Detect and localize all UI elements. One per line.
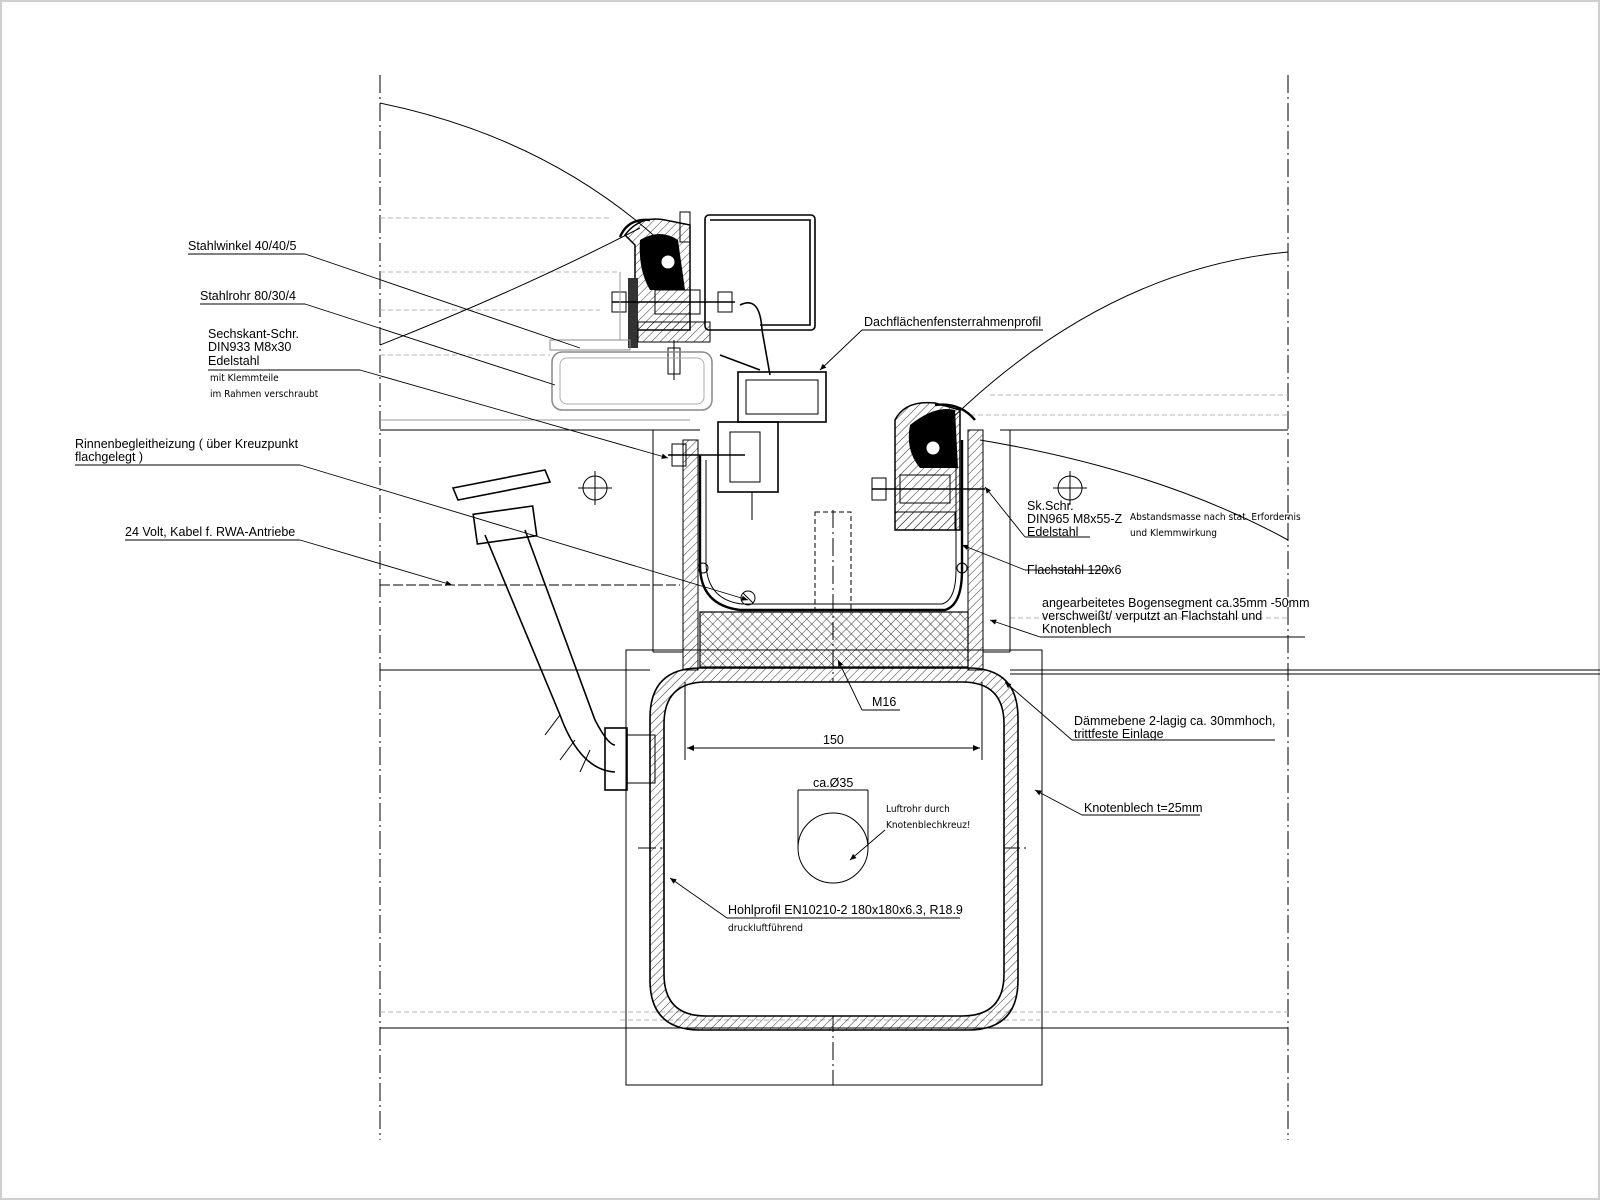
gutter-channel <box>652 429 1011 671</box>
label-sechskant-3: Edelstahl <box>208 354 259 368</box>
left-clamp-assembly <box>611 211 827 520</box>
label-bogen-3: Knotenblech <box>1042 622 1112 636</box>
label-daemm-2: trittfeste Einlage <box>1074 727 1164 741</box>
grid-markers <box>578 471 1087 505</box>
label-sk-1: Sk.Schr. <box>1027 499 1074 513</box>
label-dachflaechen: Dachflächenfensterrahmenprofil <box>864 315 1041 329</box>
label-flachstahl: Flachstahl 120x6 <box>1027 563 1122 577</box>
label-hohl-2: druckluftführend <box>728 923 803 934</box>
label-rinnen-2: flachgelegt ) <box>75 450 143 464</box>
rwa-air-pipe <box>451 469 656 791</box>
label-luft-2: Knotenblechkreuz! <box>886 820 971 831</box>
label-sk-2: DIN965 M8x55-Z <box>1027 512 1123 526</box>
label-sechskant-2: DIN933 M8x30 <box>208 340 291 354</box>
label-rinnen-1: Rinnenbegleitheizung ( über Kreuzpunkt <box>75 437 299 451</box>
label-dim-150: 150 <box>823 733 844 747</box>
label-sechskant-5: im Rahmen verschraubt <box>210 389 319 400</box>
label-kabel: 24 Volt, Kabel f. RWA-Antriebe <box>125 525 295 539</box>
label-stahlrohr: Stahlrohr 80/30/4 <box>200 289 296 303</box>
right-clamp-assembly <box>668 401 985 531</box>
label-abstand-2: und Klemmwirkung <box>1130 528 1217 539</box>
steel-tube-80x30 <box>549 272 713 411</box>
label-luft-1: Luftrohr durch <box>886 804 950 815</box>
label-bogen-2: verschweißt/ verputzt an Flachstahl und <box>1042 609 1262 623</box>
label-m16: M16 <box>872 695 896 709</box>
hollow-profile-node <box>625 649 1043 1086</box>
leader-lines <box>75 253 1305 919</box>
label-sechskant-1: Sechskant-Schr. <box>208 327 299 341</box>
label-daemm-1: Dämmebene 2-lagig ca. 30mmhoch, <box>1074 714 1276 728</box>
glass-arcs <box>379 102 1289 541</box>
label-ca35: ca.Ø35 <box>813 776 853 790</box>
label-sk-3: Edelstahl <box>1027 525 1078 539</box>
label-stahlwinkel: Stahlwinkel 40/40/5 <box>188 239 296 253</box>
label-bogen-1: angearbeitetes Bogensegment ca.35mm -50m… <box>1042 596 1310 610</box>
label-hohl-1: Hohlprofil EN10210-2 180x180x6.3, R18.9 <box>728 903 963 917</box>
label-abstand-1: Abstandsmasse nach stat. Erfordernis <box>1130 512 1301 523</box>
label-knotenblech: Knotenblech t=25mm <box>1084 801 1202 815</box>
label-sechskant-4: mit Klemmteile <box>210 373 279 384</box>
labels: Stahlwinkel 40/40/5 Stahlrohr 80/30/4 Se… <box>75 239 1310 934</box>
